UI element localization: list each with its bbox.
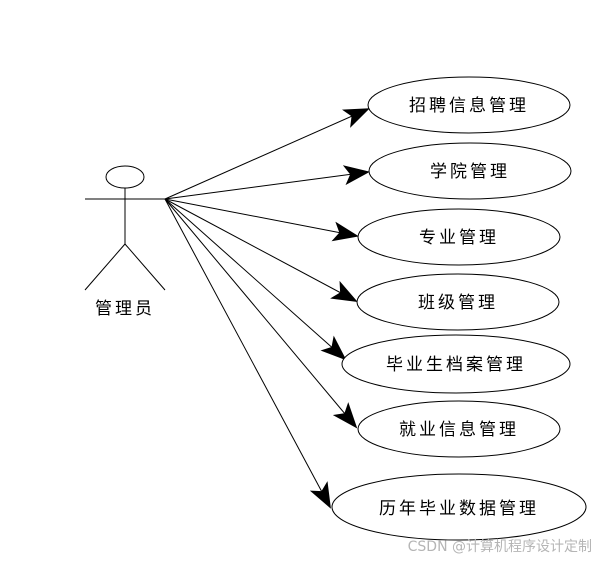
watermark-text: CSDN @计算机程序设计定制 xyxy=(408,539,592,555)
use-case-employment-info[interactable]: 就业信息管理 xyxy=(357,400,561,458)
use-case-ellipse xyxy=(368,142,572,200)
actor-left-leg xyxy=(84,243,126,291)
use-case-ellipse xyxy=(356,273,560,331)
association-arrow-2 xyxy=(164,165,370,200)
use-case-historical-graduation-data[interactable]: 历年毕业数据管理 xyxy=(331,473,587,541)
use-case-recruitment-info[interactable]: 招聘信息管理 xyxy=(367,76,571,134)
use-case-label: 招聘信息管理 xyxy=(409,96,529,116)
actor-label: 管理员 xyxy=(95,299,155,319)
use-case-label: 就业信息管理 xyxy=(399,420,519,440)
use-case-ellipse xyxy=(357,400,561,458)
use-case-label: 历年毕业数据管理 xyxy=(379,499,539,519)
actor-figure xyxy=(84,165,166,291)
association-arrow-4 xyxy=(164,198,358,302)
association-arrow-7 xyxy=(164,198,331,509)
use-case-label: 专业管理 xyxy=(419,228,499,248)
use-case-ellipse xyxy=(367,76,571,134)
use-case-college[interactable]: 学院管理 xyxy=(368,142,572,200)
use-case-ellipse xyxy=(341,334,571,394)
use-case-ellipse xyxy=(357,208,561,266)
association-arrow-1 xyxy=(164,108,370,200)
use-case-ellipse xyxy=(331,473,587,541)
use-case-graduate-archive[interactable]: 毕业生档案管理 xyxy=(341,334,571,394)
use-case-label: 毕业生档案管理 xyxy=(386,355,526,375)
association-lines xyxy=(164,108,370,509)
use-case-label: 学院管理 xyxy=(430,162,510,182)
association-arrow-3 xyxy=(164,198,359,242)
actor-right-leg xyxy=(124,243,166,291)
use-case-major[interactable]: 专业管理 xyxy=(357,208,561,266)
association-arrow-5 xyxy=(164,198,347,361)
use-case-label: 班级管理 xyxy=(418,293,498,313)
actor-head xyxy=(105,165,145,189)
association-arrow-6 xyxy=(164,198,358,429)
use-case-class[interactable]: 班级管理 xyxy=(356,273,560,331)
